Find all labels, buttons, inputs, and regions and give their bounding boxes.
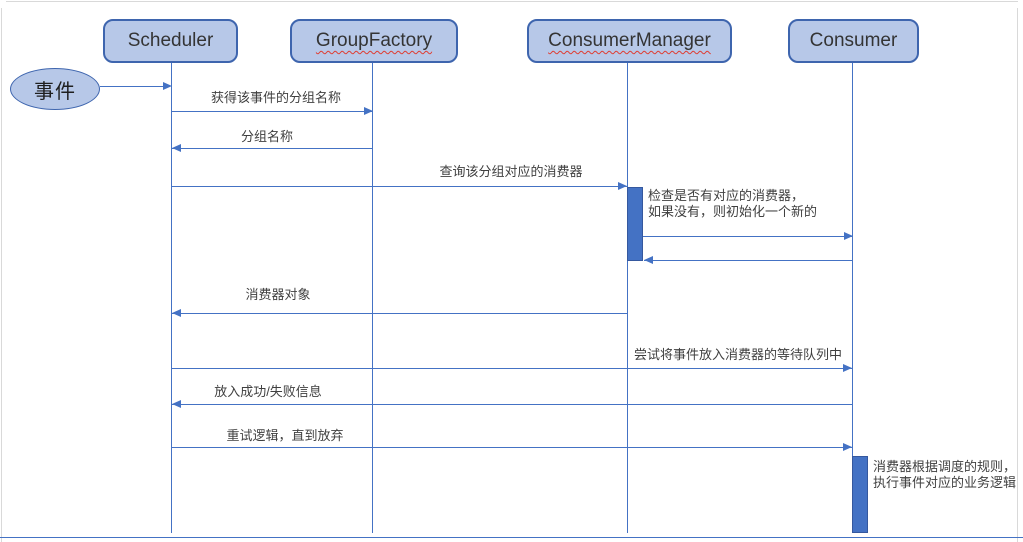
- msg3-line[interactable]: [171, 186, 627, 188]
- activation-bar-consumer[interactable]: [852, 456, 868, 533]
- msg0-arrowhead-right-icon: [163, 82, 172, 91]
- msg1-label: 获得该事件的分组名称: [210, 90, 342, 105]
- actor-consumermanager[interactable]: ConsumerManager: [527, 19, 732, 63]
- canvas-edge-left: [1, 8, 2, 542]
- msg3-label: 查询该分组对应的消费器: [439, 164, 583, 179]
- msg7-arrowhead-right-icon: [843, 364, 852, 373]
- note-execute-logic-line2: 执行事件对应的业务逻辑: [873, 475, 1017, 490]
- msg2-line[interactable]: [172, 148, 372, 150]
- msg5-line[interactable]: [644, 260, 852, 262]
- msg7-label: 尝试将事件放入消费器的等待队列中: [634, 347, 843, 362]
- msg2-arrowhead-left-icon: [172, 144, 181, 153]
- msg1-line[interactable]: [171, 111, 372, 113]
- msg5-arrowhead-left-icon: [644, 256, 653, 265]
- actor-groupfactory-label: GroupFactory: [315, 30, 433, 51]
- msg9-line[interactable]: [171, 447, 852, 449]
- msg4-arrowhead-right-icon: [844, 232, 853, 241]
- msg6-label: 消费器对象: [245, 287, 311, 302]
- msg8-label: 放入成功/失败信息: [214, 384, 322, 399]
- lifeline-consumer: [852, 63, 854, 533]
- msg2-label: 分组名称: [240, 129, 294, 144]
- lifeline-scheduler: [171, 63, 173, 533]
- msg9-arrowhead-right-icon: [843, 443, 852, 452]
- msg6-arrowhead-left-icon: [172, 309, 181, 318]
- msg6-line[interactable]: [172, 313, 627, 315]
- note-check-consumer-line2: 如果没有，则初始化一个新的: [648, 204, 818, 219]
- actor-consumer-label: Consumer: [809, 30, 898, 51]
- actor-groupfactory[interactable]: GroupFactory: [290, 19, 458, 63]
- event-source-label: 事件: [34, 80, 76, 103]
- lifeline-groupfactory: [372, 63, 374, 533]
- actor-scheduler-label: Scheduler: [127, 30, 214, 51]
- msg1-arrowhead-right-icon: [364, 107, 373, 116]
- msg4-line[interactable]: [643, 236, 852, 238]
- bottom-connector-line[interactable]: [0, 537, 1023, 539]
- actor-consumermanager-label: ConsumerManager: [548, 30, 711, 51]
- activation-bar-consumermanager[interactable]: [627, 187, 643, 261]
- msg0-line[interactable]: [100, 86, 164, 88]
- msg8-line[interactable]: [172, 404, 852, 406]
- note-check-consumer-line1: 检查是否有对应的消费器，: [648, 188, 805, 203]
- msg7-line[interactable]: [171, 368, 852, 370]
- actor-scheduler[interactable]: Scheduler: [103, 19, 238, 63]
- note-execute-logic-line1: 消费器根据调度的规则，: [873, 459, 1017, 474]
- canvas-edge-right: [1017, 8, 1018, 542]
- actor-consumer[interactable]: Consumer: [788, 19, 919, 63]
- msg3-arrowhead-right-icon: [618, 182, 627, 191]
- canvas-edge-top: [6, 1, 1018, 2]
- event-source-ellipse[interactable]: 事件: [10, 68, 100, 110]
- lifeline-consumermanager: [627, 63, 629, 533]
- msg9-label: 重试逻辑，直到放弃: [226, 428, 344, 443]
- msg8-arrowhead-left-icon: [172, 400, 181, 409]
